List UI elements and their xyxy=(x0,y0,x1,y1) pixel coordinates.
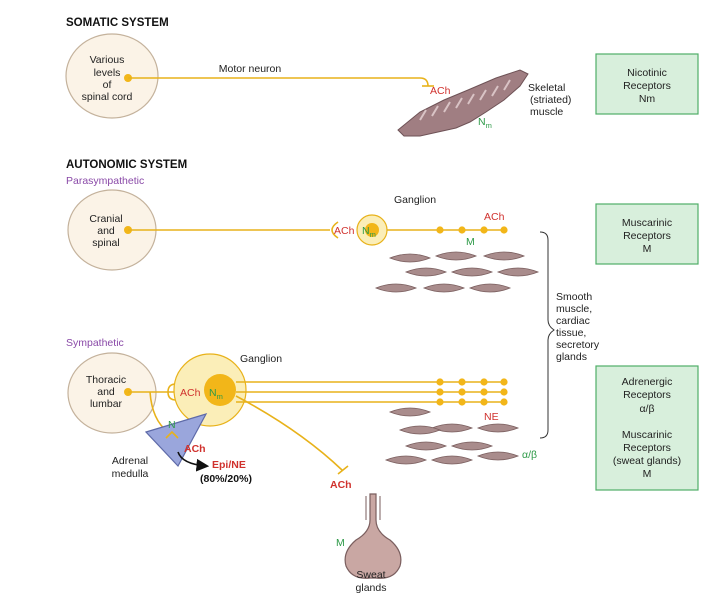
symp-ganglion-cell xyxy=(204,374,236,406)
symp-sweat-terminal xyxy=(337,465,349,475)
symp-varicosities xyxy=(436,378,508,406)
adrenal-label-line-2: medulla xyxy=(112,468,149,480)
target-bracket xyxy=(539,231,555,439)
somatic-ach-label: ACh xyxy=(430,85,451,97)
muscarinic-box-line-1: Muscarinic xyxy=(622,217,672,229)
adrenergic-receptor-box xyxy=(595,365,699,491)
sweat-gland-icon xyxy=(344,493,402,579)
para-origin-line-1: Cranial xyxy=(89,213,122,225)
muscarinic-box-line-3: M xyxy=(643,243,652,255)
nicotinic-box-line-2: Receptors xyxy=(623,80,671,92)
symp-origin-line-1: Thoracic xyxy=(86,374,126,386)
symp-sweat-axon xyxy=(235,395,343,471)
adrenergic-box-line-6: (sweat glands) xyxy=(613,455,681,467)
sweat-receptor-label: M xyxy=(336,537,345,549)
somatic-heading: SOMATIC SYSTEM xyxy=(66,17,169,29)
muscle-striations xyxy=(419,79,511,121)
symp-ganglion-receptor: Nm xyxy=(209,387,223,401)
adrenal-receptor-label: N xyxy=(168,419,176,431)
para-varicosity-3 xyxy=(480,226,488,234)
adrenergic-box-line-5: Receptors xyxy=(623,442,671,454)
targets-line-5: secretory xyxy=(556,339,600,351)
symp-receptor-label: α/β xyxy=(522,449,537,461)
somatic-receptor-label: Nm xyxy=(478,116,492,130)
parasympathetic-label: Parasympathetic xyxy=(66,175,144,187)
nicotinic-box-line-3: Nm xyxy=(639,93,656,105)
skeletal-label-line-1: Skeletal xyxy=(528,82,565,94)
para-origin-line-3: spinal xyxy=(92,237,119,249)
somatic-origin-line-1: Various xyxy=(90,54,125,66)
adrenergic-box-line-3: α/β xyxy=(639,403,654,415)
muscarinic-receptor-box xyxy=(595,203,699,265)
targets-line-3: cardiac xyxy=(556,315,590,327)
para-pre-ach-label: ACh xyxy=(334,225,355,237)
sweat-ach-label: ACh xyxy=(330,479,352,491)
nicotinic-box-line-1: Nicotinic xyxy=(627,67,667,79)
skeletal-muscle-icon xyxy=(397,69,529,137)
adrenal-label-line-1: Adrenal xyxy=(112,455,148,467)
skeletal-label-line-3: muscle xyxy=(530,106,563,118)
symp-origin-line-2: and xyxy=(97,386,115,398)
adrenal-release-label: Epi/NE xyxy=(212,459,246,471)
somatic-origin-cell xyxy=(65,33,159,119)
somatic-origin-line-2: levels xyxy=(94,67,121,79)
para-post-ach-label: ACh xyxy=(484,211,505,223)
sympathetic-label: Sympathetic xyxy=(66,337,124,349)
para-varicosity-4 xyxy=(500,226,508,234)
para-ganglion-cell xyxy=(365,223,379,237)
sweat-label-line-2: glands xyxy=(356,582,387,594)
sympathetic-origin-cell xyxy=(67,352,157,434)
somatic-motor-axon xyxy=(128,77,429,87)
skeletal-label-line-2: (striated) xyxy=(530,94,571,106)
symp-origin-line-3: lumbar xyxy=(90,398,123,410)
adrenergic-box-line-7: M xyxy=(643,468,652,480)
symp-smooth-muscle-cells xyxy=(384,407,520,465)
adrenal-medulla-icon xyxy=(144,413,208,468)
targets-line-1: Smooth xyxy=(556,291,592,303)
motor-neuron-label: Motor neuron xyxy=(219,63,282,75)
targets-line-2: muscle, xyxy=(556,303,592,315)
para-smooth-muscle-cells xyxy=(374,251,540,293)
adrenal-ach-label: ACh xyxy=(184,443,206,455)
para-origin-line-2: and xyxy=(97,225,115,237)
adrenal-ratio-label: (80%/20%) xyxy=(200,473,252,485)
symp-ne-label: NE xyxy=(484,411,499,423)
adrenergic-box-line-4: Muscarinic xyxy=(622,429,672,441)
adrenal-terminal xyxy=(165,430,179,439)
muscarinic-box-line-2: Receptors xyxy=(623,230,671,242)
para-preganglionic-terminal xyxy=(331,221,339,239)
para-ganglion-label: Ganglion xyxy=(394,194,436,206)
para-post-receptor-label: M xyxy=(466,236,475,248)
autonomic-heading: AUTONOMIC SYSTEM xyxy=(66,159,187,171)
adrenergic-box-line-1: Adrenergic xyxy=(622,376,673,388)
somatic-origin-line-3: of xyxy=(103,79,112,91)
para-ganglion-receptor: Nm xyxy=(362,225,376,239)
symp-ganglion-label: Ganglion xyxy=(240,353,282,365)
nicotinic-receptor-box xyxy=(595,53,699,115)
adrenergic-box-line-2: Receptors xyxy=(623,389,671,401)
para-varicosity-2 xyxy=(458,226,466,234)
adrenal-release-arrow xyxy=(177,451,210,472)
para-varicosity-1 xyxy=(436,226,444,234)
symp-preganglionic-loop xyxy=(167,383,177,401)
somatic-origin-line-4: spinal cord xyxy=(82,91,133,103)
targets-line-6: glands xyxy=(556,351,587,363)
symp-pre-ach-label: ACh xyxy=(180,387,201,399)
targets-line-4: tissue, xyxy=(556,327,586,339)
sweat-label-line-1: Sweat xyxy=(356,569,385,581)
